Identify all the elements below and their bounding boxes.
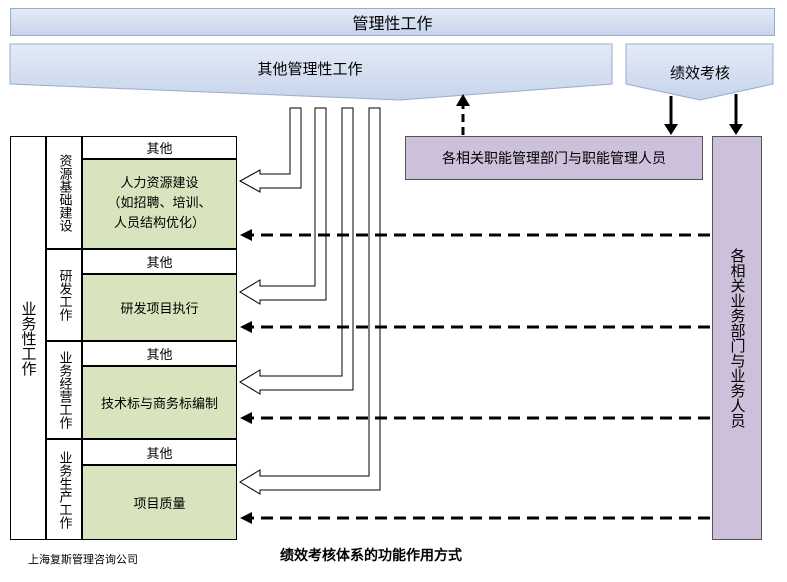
main-label-4: 项目质量: [133, 497, 186, 512]
category-box-4: 业务生产工作: [46, 439, 82, 540]
footer-company: 上海复斯管理咨询公司: [28, 553, 138, 566]
top-banner: 管理性工作: [10, 8, 775, 36]
dashed-arrows-left: [240, 229, 710, 524]
other-label-3: 其他: [146, 348, 173, 363]
category-label-4: 业务生产工作: [56, 450, 72, 529]
category-label-2: 研发工作: [56, 269, 72, 321]
biz-dept-label: 各相关业务部门与业务人员: [728, 248, 747, 428]
main-label-2: 研发项目执行: [120, 302, 199, 317]
other-label-2: 其他: [146, 256, 173, 271]
other-box-1: 其他: [82, 136, 237, 159]
arrowhead-up: [456, 94, 470, 106]
hollow-arrow-3: [239, 107, 354, 395]
perf-eval-label: 绩效考核: [669, 64, 730, 82]
category-label-1: 资源基础建设: [56, 153, 72, 232]
hollow-arrow-2: [239, 107, 327, 305]
category-label-3: 业务经营工作: [56, 351, 72, 429]
other-box-2: 其他: [82, 249, 237, 274]
other-box-4: 其他: [82, 439, 237, 465]
biz-dept-box: 各相关业务部门与业务人员: [712, 136, 762, 540]
category-box-3: 业务经营工作: [46, 341, 82, 439]
biz-work-label: 业务性工作: [19, 300, 38, 376]
main-label-1: 人力资源建设 （如招聘、培训、 人员结构优化）: [107, 175, 212, 232]
top-banner-label: 管理性工作: [352, 14, 433, 33]
other-label-1: 其他: [146, 142, 173, 157]
other-box-3: 其他: [82, 341, 237, 366]
other-label-4: 其他: [146, 446, 173, 462]
arrowhead-func: [664, 124, 678, 135]
caption: 绩效考核体系的功能作用方式: [280, 548, 462, 564]
func-dept-box: 各相关职能管理部门与职能管理人员: [405, 136, 703, 180]
main-box-3: 技术标与商务标编制: [82, 366, 237, 439]
other-mgmt-shape: [9, 43, 613, 101]
category-box-1: 资源基础建设: [46, 136, 82, 249]
main-box-4: 项目质量: [82, 465, 237, 540]
hollow-arrow-4: [239, 107, 381, 495]
func-dept-label: 各相关职能管理部门与职能管理人员: [442, 151, 666, 167]
hollow-arrow-1: [238, 107, 302, 193]
biz-work-box: 业务性工作: [10, 136, 46, 540]
main-box-1: 人力资源建设 （如招聘、培训、 人员结构优化）: [82, 159, 237, 249]
main-box-2: 研发项目执行: [82, 274, 237, 341]
main-label-3: 技术标与商务标编制: [100, 397, 218, 412]
category-box-2: 研发工作: [46, 249, 82, 341]
arrowhead-biz: [729, 124, 743, 135]
perf-eval-shape: [625, 43, 774, 101]
other-mgmt-label: 其他管理性工作: [257, 60, 363, 78]
